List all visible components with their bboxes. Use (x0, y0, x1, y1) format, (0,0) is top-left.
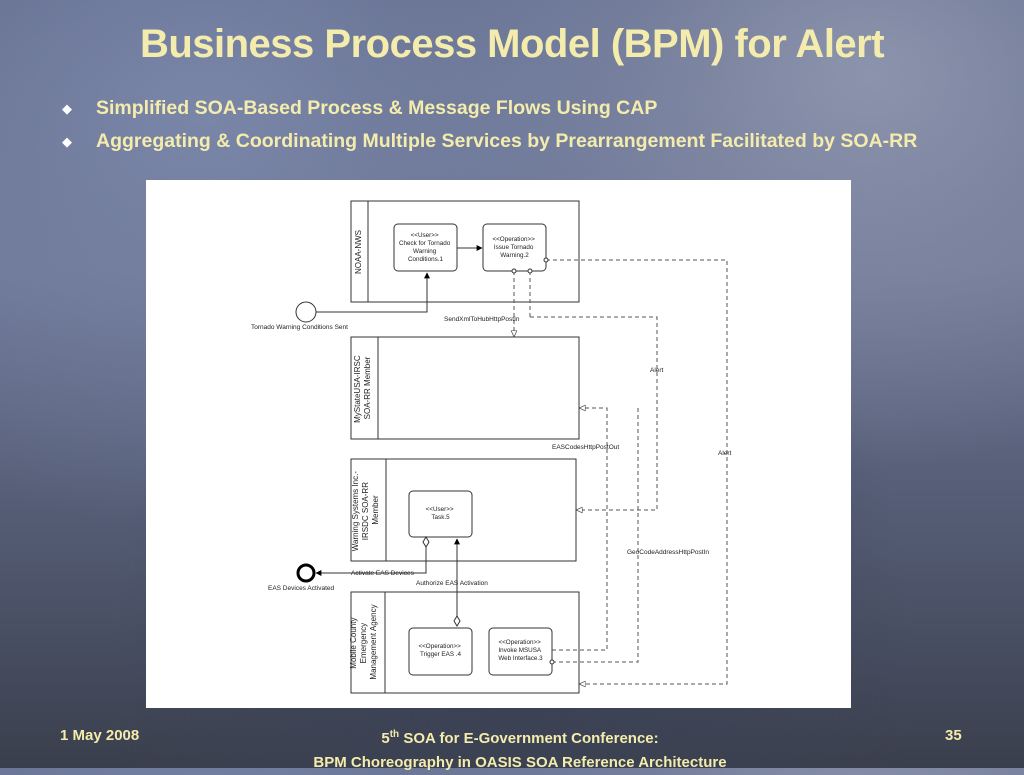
task-stereotype: <<User>> (426, 506, 454, 513)
footer-conference-text: SOA for E-Government Conference: (399, 730, 659, 747)
lane-label: IRSDC SOA-RR (361, 482, 370, 540)
lane-label: NOAA-NWS (354, 230, 363, 274)
start-event: Tornado Warning Conditions Sent (251, 272, 430, 331)
bpm-diagram: NOAA-NWS MyStateUSA-IRSC SOA-RR Member W… (146, 180, 851, 708)
flow-eas-codes (552, 408, 639, 663)
lane-label: Mobile County (349, 618, 358, 669)
flow-label-eas-codes: EASCodesHttpPostOut (552, 444, 619, 451)
svg-text:Warning Systems Inc.-: Warning Systems Inc.- IRSDC SOA-RR Membe… (351, 469, 380, 551)
bullet-list: ◆ Simplified SOA-Based Process & Message… (62, 92, 1012, 158)
bullet-text: Aggregating & Coordinating Multiple Serv… (96, 130, 918, 152)
footer-conference: 5th SOA for E-Government Conference: BPM… (200, 723, 840, 775)
footer-conference-sup: th (389, 729, 400, 740)
flow-label-sendxml: SendXmlToHubHttpPostIn (444, 316, 520, 323)
lane-label: Emergency (359, 623, 368, 663)
svg-text:Mobile County Emergenc: Mobile County Emergency Management Agenc… (349, 604, 378, 679)
task-label: Check for Tornado (399, 240, 451, 247)
task-invoke-msusa: <<Operation>> Invoke MSUSA Web Interface… (488, 627, 553, 676)
svg-text:<<User>> Task.5: <<User>> Task.5 (426, 506, 456, 521)
flow-activate (315, 537, 427, 576)
task-5: <<User>> Task.5 (408, 490, 473, 538)
lane-mystateusa: MyStateUSA-IRSC SOA-RR Member (350, 336, 580, 440)
flow-label-geocode: GeoCodeAddressHttpPostIn (627, 549, 709, 556)
task-label: Issue Tornado (494, 244, 534, 251)
slide-title: Business Process Model (BPM) for Alert (139, 22, 885, 66)
svg-text:<<Operation>> Issue To: <<Operation>> Issue Tornado Warning.2 (492, 236, 536, 259)
task-label: Invoke MSUSA (498, 647, 541, 654)
footer-subtitle: BPM Choreography in OASIS SOA Reference … (313, 754, 727, 771)
svg-text:<<Operation>> Invoke M: <<Operation>> Invoke MSUSA Web Interface… (498, 639, 543, 662)
task-label: Task.5 (431, 514, 450, 521)
bullet-text: Simplified SOA-Based Process & Message F… (96, 97, 658, 119)
task-label: Conditions.1 (408, 256, 444, 263)
lane-label: Member (371, 495, 380, 525)
start-event-label: Tornado Warning Conditions Sent (251, 324, 348, 331)
svg-text:<<User>> Check for Tor: <<User>> Check for Tornado Warning Condi… (399, 232, 452, 263)
diamond-bullet-icon: ◆ (62, 133, 72, 149)
page-number: 35 (945, 727, 962, 744)
flow-label-alert-1: Alert (650, 367, 664, 374)
flow-label-alert-2: Alert (718, 450, 732, 457)
task-stereotype: <<Operation>> (498, 639, 541, 646)
footer-conference-num: 5 (381, 730, 390, 747)
lane-label: SOA-RR Member (363, 356, 372, 419)
lane-label: Warning Systems Inc.- (351, 471, 360, 552)
task-stereotype: <<Operation>> (492, 236, 535, 243)
lane-label: MyStateUSA-IRSC (353, 355, 362, 423)
bullet-item: ◆ Aggregating & Coordinating Multiple Se… (62, 125, 1012, 158)
task-check-tornado: <<User>> Check for Tornado Warning Condi… (393, 223, 458, 272)
task-stereotype: <<Operation>> (418, 643, 461, 650)
bpm-diagram-svg: NOAA-NWS MyStateUSA-IRSC SOA-RR Member W… (251, 200, 732, 694)
svg-text:MyStateUSA-IRSC SOA-RR: MyStateUSA-IRSC SOA-RR Member (353, 353, 372, 423)
task-label: Trigger EAS .4 (420, 651, 462, 658)
flow-sendxml (514, 259, 728, 684)
end-event: EAS Devices Activated (268, 563, 334, 592)
svg-text:<<Operation>> Trigger: <<Operation>> Trigger EAS .4 (418, 643, 462, 658)
svg-text:NOAA-NWS: NOAA-NWS (354, 230, 363, 274)
end-event-label: EAS Devices Activated (268, 585, 334, 592)
task-label: Warning (413, 248, 437, 255)
task-stereotype: <<User>> (411, 232, 439, 239)
task-label: Warning.2 (500, 252, 529, 259)
flow-label-authorize: Authorize EAS Activation (416, 580, 488, 587)
lane-warning-systems: Warning Systems Inc.- IRSDC SOA-RR Membe… (350, 458, 577, 562)
task-label: Web Interface.3 (498, 655, 543, 662)
lane-label: Management Agency (369, 604, 378, 679)
task-issue-warning: <<Operation>> Issue Tornado Warning.2 (482, 223, 547, 272)
flow-label-activate: Activate EAS Devices (351, 570, 415, 577)
diamond-bullet-icon: ◆ (62, 100, 72, 116)
bullet-item: ◆ Simplified SOA-Based Process & Message… (62, 92, 1012, 125)
footer-date: 1 May 2008 (60, 727, 140, 744)
task-trigger-eas: <<Operation>> Trigger EAS .4 (408, 627, 473, 676)
